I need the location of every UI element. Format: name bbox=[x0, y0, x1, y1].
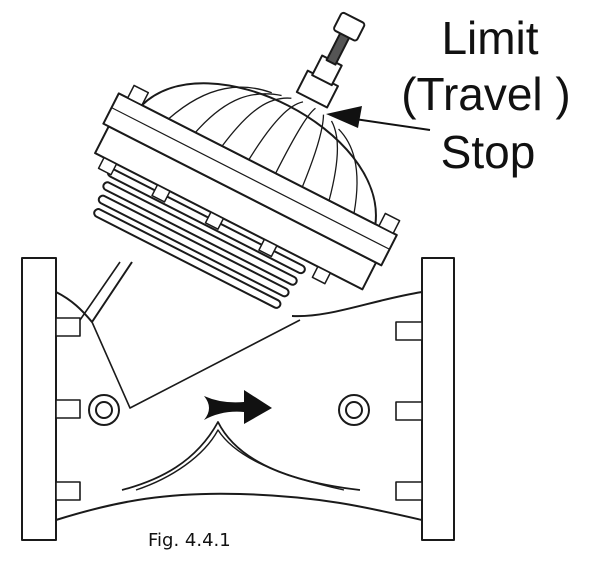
callout-line-3: Stop bbox=[441, 126, 536, 178]
flow-arrow-icon bbox=[204, 390, 272, 424]
callout-line-2: (Travel ) bbox=[401, 68, 571, 120]
seat-curve-inner bbox=[135, 429, 345, 491]
bonnet-assembly bbox=[93, 11, 401, 309]
left-port-boss bbox=[88, 394, 120, 426]
right-port-boss bbox=[338, 394, 370, 426]
figure-caption: Fig. 4.4.1 bbox=[148, 530, 231, 551]
seat-curve bbox=[121, 421, 361, 491]
callout-line-1: Limit bbox=[441, 12, 538, 64]
right-flange-tabs bbox=[395, 321, 423, 501]
left-flange bbox=[21, 257, 57, 541]
limit-stop-stem bbox=[295, 11, 366, 109]
valve-body bbox=[21, 257, 455, 541]
right-flange bbox=[421, 257, 455, 541]
seat-walls bbox=[79, 261, 301, 409]
dome-ribs bbox=[168, 86, 358, 214]
callout-arrow-icon bbox=[326, 106, 431, 131]
left-flange-tabs bbox=[55, 317, 81, 501]
diaphragm-dome bbox=[140, 82, 377, 226]
body-outline bbox=[55, 261, 423, 521]
